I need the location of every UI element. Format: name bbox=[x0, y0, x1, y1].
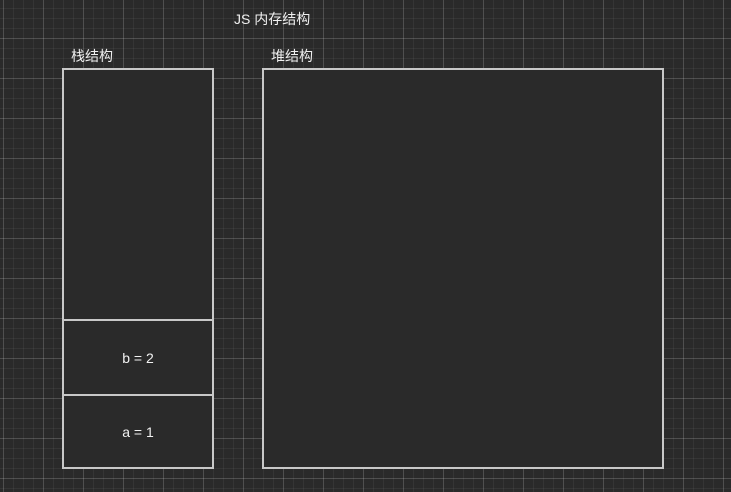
stack-entry-b: b = 2 bbox=[64, 319, 212, 394]
stack-entry-a: a = 1 bbox=[64, 394, 212, 467]
heap-box bbox=[262, 68, 664, 469]
stack-entry-b-text: b = 2 bbox=[122, 349, 154, 366]
diagram-title: JS 内存结构 bbox=[234, 11, 311, 27]
stack-box: b = 2 a = 1 bbox=[62, 68, 214, 469]
stack-label: 栈结构 bbox=[71, 48, 113, 64]
stack-entry-a-text: a = 1 bbox=[122, 423, 154, 440]
heap-label: 堆结构 bbox=[271, 48, 313, 64]
